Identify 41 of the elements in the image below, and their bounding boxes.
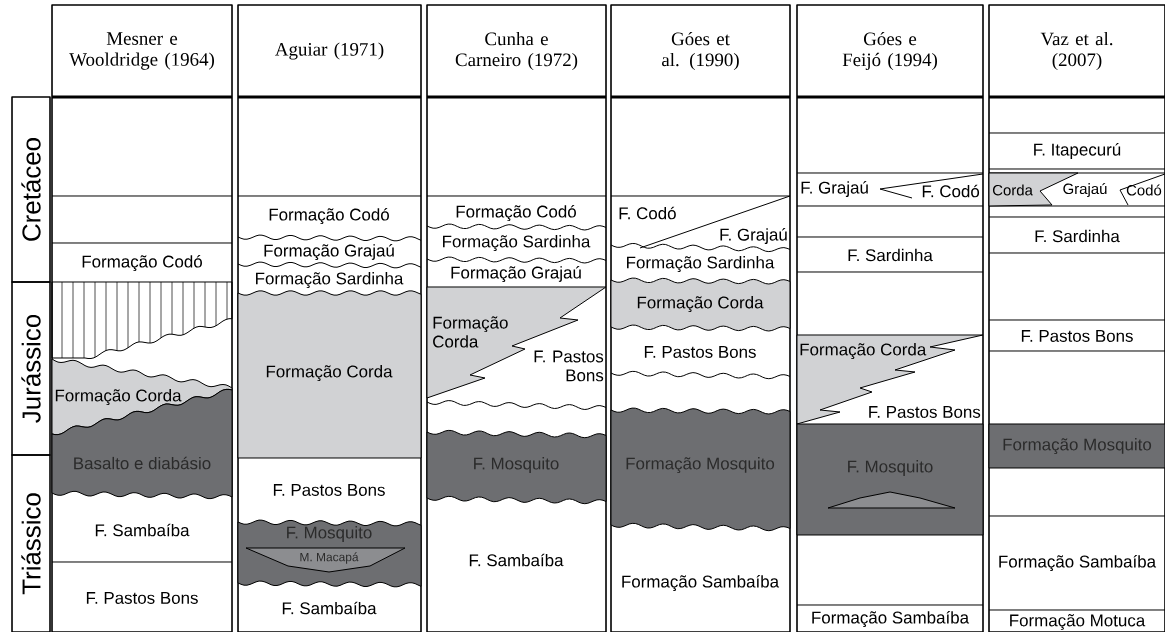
formation-layer: F. Pastos Bons — [273, 484, 385, 496]
formation-layer: F. Mosquito — [426, 429, 607, 505]
formation-layer: Formação Motuca — [1010, 614, 1146, 630]
period-band: Triássico — [11, 454, 51, 632]
lens-shape — [827, 491, 956, 509]
formation-layer: F. Pastos Bons — [869, 406, 981, 418]
formation-layer: Formação Sardinha — [256, 272, 404, 288]
formation-layer: F. Sambaíba — [469, 553, 564, 567]
formation-layer: Formação Corda — [610, 277, 791, 332]
formation-layer: Formação Sambaíba — [812, 610, 970, 628]
formation-layer: F. Pastos Bons — [86, 592, 198, 604]
formation-layer: Formação Sambaíba — [622, 574, 780, 592]
formation-layer: Formação Mosquito — [610, 407, 791, 532]
formation-layer: Formação Sardinha — [443, 235, 591, 251]
formation-layer: F. Pastos Bons — [534, 350, 604, 382]
formation-layer: Formação Corda — [51, 358, 233, 436]
formation-layer: F. Pastos Bons — [644, 346, 756, 358]
formation-layer: Formação Sardinha — [627, 256, 775, 272]
period-band: Jurássico — [11, 281, 51, 456]
formation-layer: F. Codó — [922, 184, 980, 198]
formation-layer: F. Sambaíba — [95, 523, 190, 537]
formation-layer: F. Grajaú — [801, 181, 868, 197]
formation-layer: Formação Sambaíba — [999, 554, 1157, 572]
formation-layer: Formação Corda — [237, 290, 422, 459]
formation-layer: M. Macapá — [245, 547, 406, 573]
formation-layer: F. Sardinha — [1035, 229, 1120, 243]
formation-layer: Formação Grajaú — [264, 243, 394, 261]
formation-layer: F. Grajaú — [720, 228, 787, 244]
formation-layer: F. Sardinha — [848, 248, 933, 262]
formation-layer: F. Sambaíba — [282, 601, 377, 615]
formation-layer: Codó — [1126, 184, 1162, 196]
formation-layer: F. Codó — [619, 206, 676, 220]
formation-layer: Formação Codó — [269, 207, 389, 225]
formation-layer: Formação Grajaú — [451, 265, 581, 283]
formation-layer: F. Itapecurú — [1034, 143, 1121, 159]
formation-layer: F. Pastos Bons — [1021, 330, 1133, 342]
period-band: Cretáceo — [11, 96, 51, 283]
formation-layer: Formação Codó — [456, 204, 576, 222]
formation-layer: F. Mosquito — [796, 423, 984, 536]
formation-layer: Formação Mosquito — [988, 423, 1165, 469]
formation-layer: Formação Codó — [82, 254, 202, 272]
